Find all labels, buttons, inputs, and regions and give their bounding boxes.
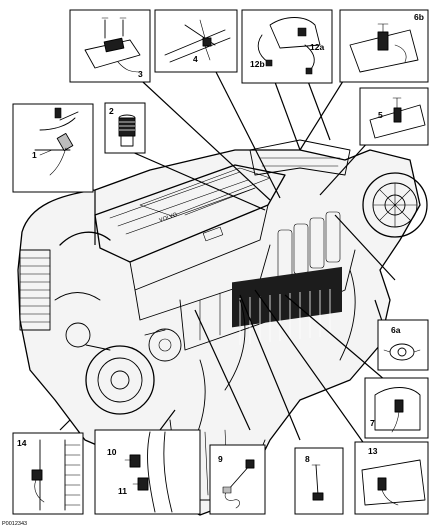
- callout-3: 3: [138, 69, 143, 79]
- callout-4: 4: [193, 54, 198, 64]
- detail-box-10-11: 10 11: [94, 429, 201, 515]
- detail-box-6b: 6b: [339, 9, 429, 83]
- detail-box-8: 8: [294, 447, 344, 515]
- callout-12b: 12b: [250, 59, 265, 69]
- engine-illustration: VOLVO: [17, 139, 428, 516]
- front-pulley: [65, 322, 182, 415]
- detail-box-14: 14: [12, 432, 84, 515]
- turbocharger: [362, 172, 428, 238]
- callout-10: 10: [107, 447, 117, 457]
- leader-lines: [59, 54, 396, 446]
- callout-13: 13: [368, 446, 378, 456]
- detail-box-4: 4: [154, 9, 238, 73]
- callout-8: 8: [305, 454, 310, 464]
- detail-box-5: 5: [359, 87, 429, 146]
- callout-5: 5: [378, 110, 383, 120]
- callout-11: 11: [118, 486, 127, 496]
- detail-box-7: 7: [364, 377, 429, 439]
- callout-12a: 12a: [310, 42, 324, 52]
- charge-air-cooler: [19, 249, 51, 331]
- callout-1: 1: [32, 150, 37, 160]
- callout-2: 2: [109, 106, 114, 116]
- detail-box-12: 12a 12b: [241, 9, 333, 84]
- callout-7: 7: [370, 418, 375, 428]
- detail-box-13: 13: [354, 441, 429, 515]
- callout-14: 14: [17, 438, 27, 448]
- detail-box-1: 1: [12, 103, 94, 193]
- detail-box-2: 2: [104, 102, 146, 154]
- callout-6b: 6b: [414, 12, 424, 22]
- callout-9: 9: [218, 454, 223, 464]
- detail-box-9: 9: [209, 444, 266, 515]
- figure-id: P0012343: [2, 521, 27, 527]
- callout-6a: 6a: [391, 325, 401, 335]
- detail-box-3: 3: [69, 9, 151, 83]
- detail-box-6a: 6a: [377, 319, 429, 371]
